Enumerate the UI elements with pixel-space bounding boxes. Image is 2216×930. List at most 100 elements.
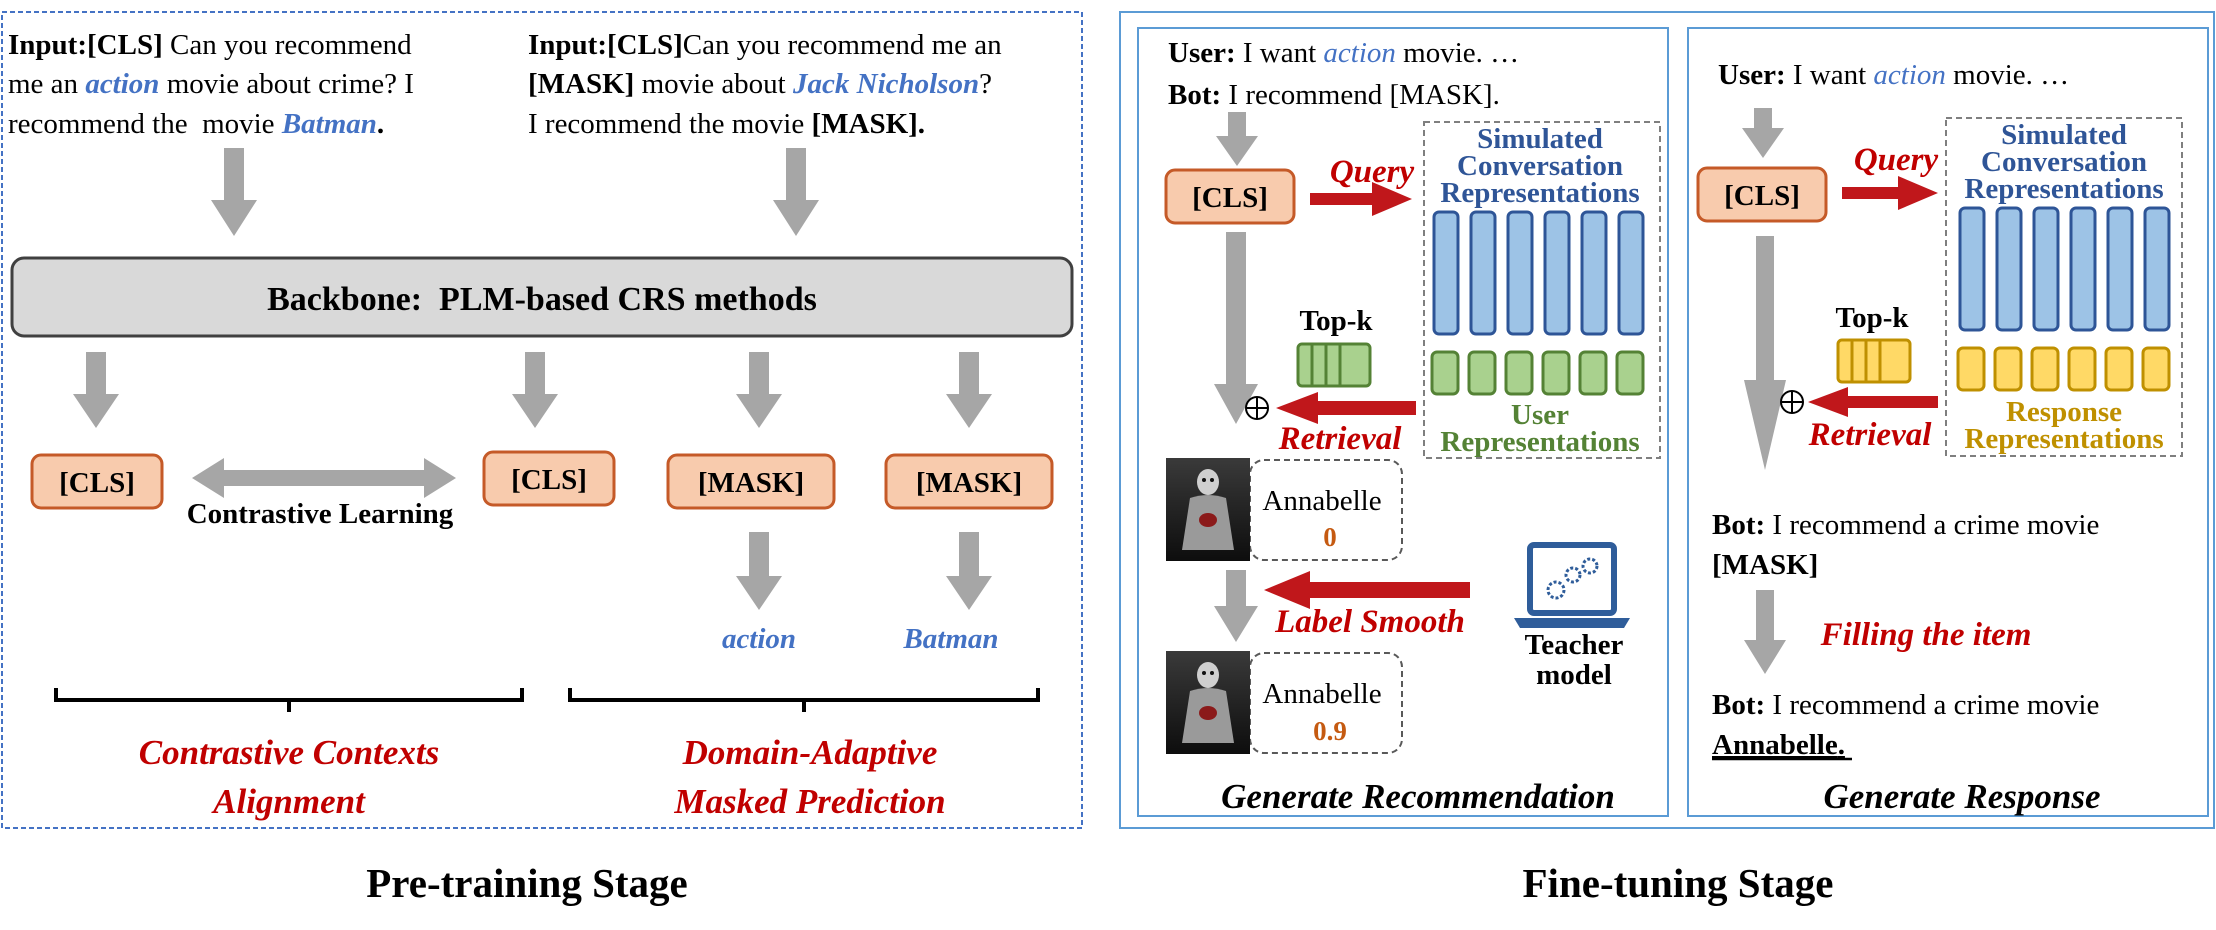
- resp-caption: Generate Response: [1823, 777, 2100, 816]
- label-smooth-label: Label Smooth: [1274, 604, 1465, 640]
- svg-text:[CLS]: [CLS]: [1724, 180, 1800, 212]
- rec-arrow-card-to-card: [1214, 570, 1258, 642]
- arrow-left-input-to-backbone: [211, 148, 257, 236]
- prediction-batman: Batman: [902, 623, 998, 655]
- rec-main-down-arrow: [1214, 232, 1258, 424]
- rec-user-repr-box: [1578, 350, 1608, 396]
- prediction-action: action: [722, 623, 796, 655]
- rec-user-repr-box: [1541, 350, 1571, 396]
- arrow-backbone-to-mask1: [736, 352, 782, 428]
- backbone-box: [10, 256, 1074, 338]
- arrow-backbone-to-mask2: [946, 352, 992, 428]
- finetuning-stage-label: Fine-tuning Stage: [1523, 860, 1834, 906]
- resp-sim-bar: [1995, 206, 2023, 332]
- filling-item-label: Filling the item: [1820, 617, 2032, 653]
- resp-response-repr-box: [2104, 346, 2134, 392]
- svg-text:[CLS]: [CLS]: [59, 467, 135, 499]
- rec-sim-bar: [1617, 210, 1645, 336]
- rec-cls-token: [CLS]: [1164, 168, 1296, 225]
- finetuning-panel-border: [1119, 11, 2215, 829]
- left-input-line2: me an action movie about crime? I: [8, 68, 414, 100]
- rec-user-repr-line1: User: [1511, 399, 1569, 431]
- resp-bot-utterance-2: Bot: I recommend a crime movie: [1712, 689, 2099, 721]
- svg-text:[CLS]: [CLS]: [1192, 182, 1268, 214]
- rec-sim-title-2: Conversation: [1457, 150, 1623, 182]
- resp-cls-token: [CLS]: [1696, 166, 1828, 223]
- rec-oplus-icon: [1245, 396, 1269, 420]
- rec-topk-label: Top-k: [1299, 305, 1373, 337]
- resp-user-utterance: User: I want action movie. …: [1718, 59, 2069, 91]
- resp-topk-stack: [1836, 338, 1912, 384]
- token-mask-right: [MASK]: [884, 453, 1054, 510]
- annabelle-poster-image: [1166, 651, 1250, 754]
- resp-bot-mask: [MASK]: [1712, 549, 1818, 581]
- right-input-line2: [MASK] movie about Jack Nicholson?: [528, 68, 992, 100]
- resp-sim-title-1: Simulated: [2001, 119, 2127, 151]
- rec-item-name-1: Annabelle: [1262, 485, 1381, 517]
- annabelle-poster-image: [1166, 458, 1250, 561]
- token-cls-right: [CLS]: [482, 450, 616, 507]
- resp-sim-bar: [1958, 206, 1986, 332]
- resp-main-down-arrow: [1744, 236, 1786, 470]
- resp-response-repr-box: [1993, 346, 2023, 392]
- rec-sim-title-3: Representations: [1440, 177, 1639, 209]
- resp-filled-item: Annabelle.: [1712, 729, 1845, 761]
- rec-user-repr-box: [1467, 350, 1497, 396]
- resp-sim-bar: [2106, 206, 2134, 332]
- rec-query-arrow: [1310, 182, 1412, 216]
- resp-sim-bar: [2032, 206, 2060, 332]
- rec-item-score-before: 0: [1323, 522, 1337, 552]
- teacher-label-line1: Teacher: [1525, 629, 1624, 661]
- rec-bot-utterance: Bot: I recommend [MASK].: [1168, 79, 1500, 111]
- resp-arrow-fill: [1744, 590, 1786, 674]
- rec-retrieval-arrow: [1276, 392, 1416, 424]
- task-masked-line2: Masked Prediction: [673, 782, 945, 821]
- resp-query-label: Query: [1854, 142, 1939, 178]
- resp-response-repr-box: [1956, 346, 1986, 392]
- arrow-right-input-to-backbone: [773, 148, 819, 236]
- backbone-label: Backbone: PLM-based CRS methods: [267, 281, 817, 318]
- rec-user-utterance: User: I want action movie. …: [1168, 37, 1519, 69]
- svg-text:[CLS]: [CLS]: [511, 464, 587, 496]
- rec-sim-bar: [1469, 210, 1497, 336]
- right-input-line3: I recommend the movie [MASK].: [528, 108, 925, 140]
- rec-subpanel-border: [1137, 27, 1669, 817]
- rec-user-repr-line2: Representations: [1440, 426, 1639, 458]
- right-input-line1: Input:[CLS]Can you recommend me an: [528, 29, 1002, 61]
- label-smooth-arrow: [1264, 571, 1470, 609]
- svg-text:[MASK]: [MASK]: [916, 467, 1022, 499]
- resp-sim-title-3: Representations: [1964, 173, 2163, 205]
- task-masked-line1: Domain-Adaptive: [682, 733, 938, 772]
- resp-response-repr-boxes: [1956, 346, 2171, 392]
- contrastive-double-arrow: [192, 458, 456, 498]
- teacher-label-line2: model: [1536, 659, 1612, 691]
- resp-sim-title-2: Conversation: [1981, 146, 2147, 178]
- rec-memory-box: [1423, 121, 1661, 459]
- teacher-laptop-icon: [1514, 542, 1630, 628]
- resp-simulated-bars: [1958, 206, 2171, 332]
- rec-user-repr-boxes: [1430, 350, 1645, 396]
- arrow-backbone-to-cls2: [512, 352, 558, 428]
- rec-sim-bar: [1543, 210, 1571, 336]
- arrow-mask1-to-prediction: [736, 532, 782, 610]
- left-input-line1: Input:[CLS] Can you recommend: [8, 29, 412, 61]
- rec-topk-stack: [1296, 342, 1372, 388]
- resp-bot-utterance-1: Bot: I recommend a crime movie: [1712, 509, 2099, 541]
- svg-text:[MASK]: [MASK]: [698, 467, 804, 499]
- arrow-backbone-to-cls1: [73, 352, 119, 428]
- task-contrastive-line1: Contrastive Contexts: [139, 733, 439, 772]
- rec-item-name-2: Annabelle: [1262, 678, 1381, 710]
- arrow-mask2-to-prediction: [946, 532, 992, 610]
- token-cls-left: [CLS]: [30, 453, 164, 510]
- resp-retrieval-arrow: [1808, 387, 1938, 417]
- resp-oplus-icon: [1780, 390, 1804, 414]
- rec-sim-bar: [1506, 210, 1534, 336]
- rec-user-repr-box: [1430, 350, 1460, 396]
- rec-sim-bar: [1432, 210, 1460, 336]
- resp-response-repr-line2: Representations: [1964, 423, 2163, 455]
- resp-response-repr-box: [2067, 346, 2097, 392]
- resp-arrow-text-to-cls: [1742, 108, 1784, 158]
- contrastive-learning-label: Contrastive Learning: [187, 498, 454, 530]
- resp-sim-bar: [2143, 206, 2171, 332]
